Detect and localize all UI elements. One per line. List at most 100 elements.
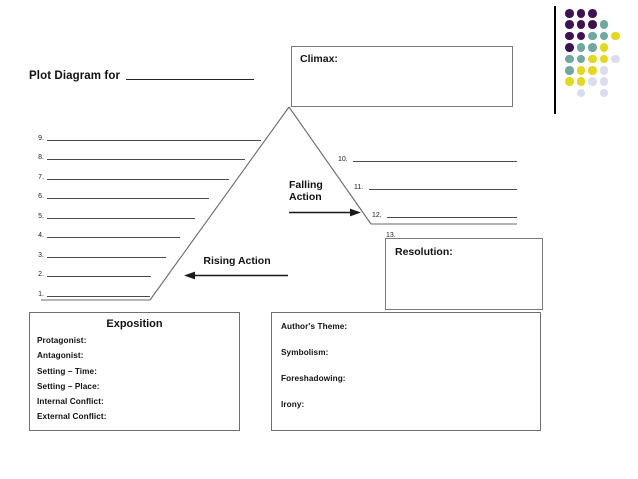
dot-lavender xyxy=(599,77,609,86)
rising-item-blank[interactable] xyxy=(47,217,195,219)
rising-item-blank[interactable] xyxy=(47,276,151,277)
list-item[interactable]: 10. xyxy=(338,136,517,164)
falling-item-number: 10. xyxy=(338,156,348,163)
theme-item-authors-theme: Author's Theme: xyxy=(281,322,348,331)
dot-purple xyxy=(565,9,574,18)
page-title-text: Plot Diagram for xyxy=(29,70,121,82)
rising-action-label: Rising Action xyxy=(203,255,271,267)
rising-action-annotation: Rising Action xyxy=(184,255,290,285)
dot-purple xyxy=(576,20,586,29)
exposition-item-protagonist: Protagonist: xyxy=(37,336,87,346)
rising-action-list: 9. 8. 7. 6. 5. 4. 3. 2. xyxy=(33,123,261,299)
dot-purple xyxy=(565,31,574,41)
right-arrow-icon xyxy=(289,208,361,216)
list-item[interactable]: 13. xyxy=(338,220,517,240)
list-item[interactable]: 6. xyxy=(33,182,261,202)
list-item[interactable]: 5. xyxy=(33,201,261,221)
list-item[interactable]: 9. xyxy=(33,123,261,143)
resolution-label: Resolution: xyxy=(395,246,453,258)
dot-yellow xyxy=(588,65,597,75)
dot-yellow xyxy=(599,43,609,52)
dot-yellow xyxy=(565,77,574,86)
rising-item-blank[interactable] xyxy=(47,198,209,199)
dot-teal xyxy=(565,65,574,75)
dot-yellow xyxy=(576,65,586,75)
rising-item-number: 6. xyxy=(38,193,44,200)
dot-teal xyxy=(588,31,597,41)
rising-item-number: 9. xyxy=(38,134,44,142)
falling-action-annotation: Falling Action xyxy=(289,179,367,222)
list-item[interactable]: 12. xyxy=(338,192,517,220)
dot-purple xyxy=(588,9,597,18)
page-title: Plot Diagram for xyxy=(29,70,255,82)
title-blank-line[interactable] xyxy=(126,79,255,80)
falling-action-label: Falling Action xyxy=(289,179,367,204)
rising-item-number: 2. xyxy=(38,271,44,278)
dot-lavender xyxy=(588,77,597,86)
exposition-item-antagonist: Antagonist: xyxy=(37,351,84,361)
exposition-item-external-conflict: External Conflict: xyxy=(37,412,107,422)
list-item[interactable]: 2. xyxy=(33,260,261,280)
rising-item-blank[interactable] xyxy=(47,139,261,141)
dot-teal xyxy=(576,43,586,52)
dot-teal xyxy=(599,20,609,29)
rising-item-blank[interactable] xyxy=(47,237,180,238)
dot-yellow xyxy=(588,54,597,64)
dot-teal xyxy=(599,31,609,41)
falling-item-blank[interactable] xyxy=(387,217,517,218)
dot-teal xyxy=(565,54,574,64)
theme-item-irony: Irony: xyxy=(281,400,305,409)
exposition-box[interactable]: Exposition Protagonist: Antagonist: Sett… xyxy=(29,312,240,431)
rising-item-number: 7. xyxy=(38,173,44,181)
dot-lavender xyxy=(576,88,586,98)
list-item[interactable]: 1. xyxy=(33,279,261,299)
rising-item-number: 4. xyxy=(38,232,44,239)
dot-purple xyxy=(565,43,574,52)
rising-item-number: 8. xyxy=(38,154,44,161)
list-item[interactable]: 4. xyxy=(33,221,261,241)
list-item[interactable]: 8. xyxy=(33,143,261,163)
rising-item-blank[interactable] xyxy=(47,159,245,160)
list-item[interactable]: 7. xyxy=(33,162,261,182)
authors-theme-box[interactable]: Author's Theme: Symbolism: Foreshadowing… xyxy=(271,312,541,431)
falling-item-number: 12. xyxy=(372,212,382,219)
dot-lavender xyxy=(611,54,620,64)
theme-item-symbolism: Symbolism: xyxy=(281,348,329,357)
climax-box[interactable]: Climax: xyxy=(291,46,513,107)
dot-yellow xyxy=(576,77,586,86)
dot-lavender xyxy=(599,65,609,75)
left-arrow-icon xyxy=(184,271,288,280)
rising-item-blank[interactable] xyxy=(47,256,166,258)
rising-item-blank[interactable] xyxy=(47,295,150,297)
list-item[interactable]: 11. xyxy=(338,164,517,192)
rising-item-number: 5. xyxy=(38,212,44,220)
dot-lavender xyxy=(599,88,609,98)
dot-purple xyxy=(588,20,597,29)
falling-item-blank[interactable] xyxy=(369,189,517,190)
theme-item-foreshadowing: Foreshadowing: xyxy=(281,374,346,383)
rising-item-blank[interactable] xyxy=(47,178,229,180)
rising-item-number: 3. xyxy=(38,251,44,259)
resolution-box[interactable]: Resolution: xyxy=(385,238,543,310)
decorative-dot-grid xyxy=(554,6,630,114)
falling-action-label-line1: Falling xyxy=(289,179,323,191)
list-item[interactable]: 3. xyxy=(33,240,261,260)
falling-item-number: 13. xyxy=(386,232,396,239)
falling-item-number: 11. xyxy=(354,184,364,191)
exposition-item-setting-place: Setting – Place: xyxy=(37,381,100,391)
vertical-rule xyxy=(554,6,556,114)
dot-teal xyxy=(576,54,586,64)
exposition-title: Exposition xyxy=(106,318,163,330)
climax-label: Climax: xyxy=(300,53,338,65)
dot-yellow xyxy=(611,31,620,41)
falling-action-label-line2: Action xyxy=(289,190,322,203)
rising-item-number: 1. xyxy=(38,290,44,298)
dot-teal xyxy=(588,43,597,52)
falling-action-list: 10. 11. 12. 13. xyxy=(338,136,517,240)
falling-item-blank[interactable] xyxy=(353,161,517,162)
exposition-item-internal-conflict: Internal Conflict: xyxy=(37,396,104,406)
exposition-item-setting-time: Setting – Time: xyxy=(37,366,98,376)
dot-purple xyxy=(576,9,586,18)
dot-yellow xyxy=(599,54,609,64)
